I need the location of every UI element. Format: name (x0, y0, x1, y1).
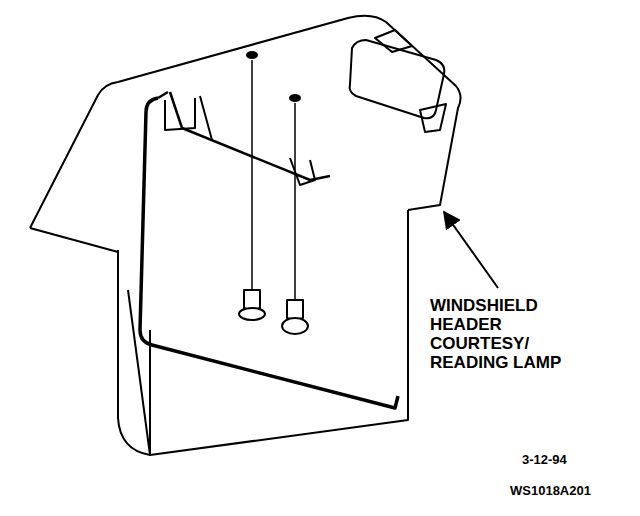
inner-frame (140, 98, 398, 408)
lens-outline (118, 210, 408, 455)
inner-frame-top (158, 92, 330, 180)
window (350, 40, 445, 118)
figure-number: WS1018A201 (510, 483, 630, 498)
screw-hole (247, 52, 257, 58)
clip (165, 96, 315, 185)
screw-hole (290, 95, 300, 101)
part-name: WINDSHIELD HEADER COURTESY/ READING LAMP (430, 296, 580, 372)
window-slot (375, 30, 446, 132)
date-code: 3-12-94 (522, 452, 622, 467)
housing-lower-edge (30, 228, 118, 252)
screw-axis (252, 60, 295, 300)
housing-outline (30, 16, 461, 228)
screw-head (282, 318, 308, 334)
leader-arrow (444, 212, 498, 288)
screw-head (239, 308, 265, 320)
